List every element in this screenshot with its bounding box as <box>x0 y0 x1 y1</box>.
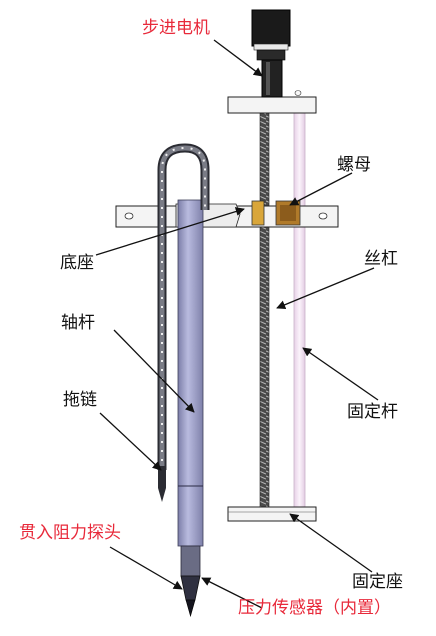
label-drag-chain: 拖链 <box>63 390 97 410</box>
stepper-motor-body <box>251 9 302 98</box>
leader-lead-screw <box>276 267 375 310</box>
label-pressure-sensor: 压力传感器（内置） <box>238 598 391 618</box>
leader-drag-chain <box>99 412 162 471</box>
penetration-probe-tip <box>180 545 201 618</box>
drag-chain-assembly <box>157 143 210 502</box>
label-stepper-motor: 步进电机 <box>142 18 210 38</box>
top-plate <box>227 96 317 114</box>
leader-base <box>95 207 245 256</box>
label-penetration-probe: 贯入阻力探头 <box>19 523 121 543</box>
label-lead-screw: 丝杠 <box>364 249 398 269</box>
leader-nut <box>289 172 353 206</box>
lead-screw <box>259 109 270 511</box>
label-shaft-rod: 轴杆 <box>61 313 95 333</box>
label-base: 底座 <box>60 253 94 273</box>
base-crossbar <box>115 203 339 228</box>
label-fixed-seat: 固定座 <box>352 572 403 592</box>
leader-lines <box>95 39 379 609</box>
leader-fixed-seat <box>289 513 373 573</box>
leader-probe <box>109 546 183 590</box>
nut-block <box>251 200 301 226</box>
shaft-rod <box>177 199 204 547</box>
leader-fixed-rod <box>302 347 379 401</box>
label-nut: 螺母 <box>337 155 371 175</box>
leader-pressure-sensor <box>201 577 263 609</box>
leader-shaft-rod <box>113 329 195 413</box>
fixed-rod <box>293 109 306 509</box>
bottom-fixed-seat <box>227 506 317 522</box>
label-fixed-rod: 固定杆 <box>347 402 398 422</box>
leader-stepper-motor <box>213 39 263 77</box>
